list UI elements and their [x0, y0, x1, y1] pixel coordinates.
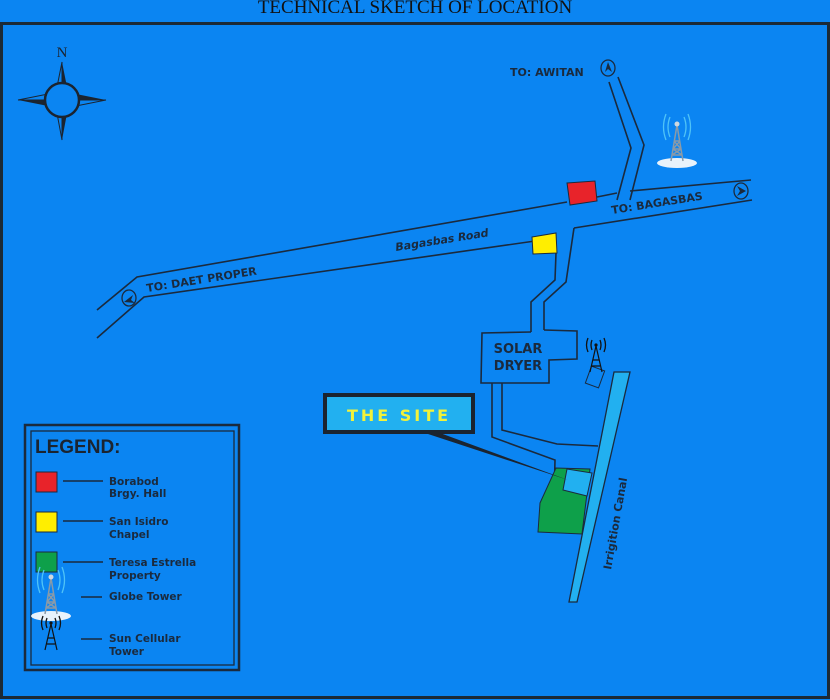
legend-label: Brgy. Hall: [109, 488, 166, 500]
sun-tower-icon: [584, 337, 607, 389]
solar-dryer-label-2: DRYER: [494, 359, 542, 374]
sun-tower-icon: [40, 615, 62, 651]
borabod-brgy-hall-marker: [566, 180, 598, 206]
legend-label: Globe Tower: [109, 591, 183, 603]
site-label-box: THE SITE: [323, 393, 475, 434]
san-isidro-chapel-marker: [531, 232, 558, 255]
north-label: N: [57, 45, 68, 61]
legend-swatch-green: [35, 551, 58, 573]
solar-dryer: SOLAR DRYER: [480, 329, 578, 384]
awitan-arrow-icon: [600, 59, 616, 77]
to-daet-label: TO: DAET PROPER: [145, 265, 258, 295]
legend-label: Chapel: [109, 529, 150, 541]
legend-swatch-yellow: [35, 511, 58, 533]
legend-label: Teresa Estrella: [109, 557, 196, 569]
legend-title: LEGEND:: [35, 437, 121, 458]
legend-label: Property: [109, 570, 161, 582]
site-label: THE SITE: [347, 406, 451, 425]
to-awitan-label: TO: AWITAN: [510, 66, 584, 79]
compass-rose-icon: N: [17, 45, 107, 141]
to-bagasbas-label: TO: BAGASBAS: [610, 190, 703, 217]
legend-label: Sun Cellular: [109, 633, 181, 645]
legend-label: Borabod: [109, 476, 159, 488]
legend: LEGEND: Borabod Brgy. Hall San Isidro Ch…: [23, 423, 241, 672]
awitan-road: [608, 76, 645, 201]
legend-swatch-red: [35, 471, 58, 493]
site-pointer: [425, 433, 568, 480]
map-frame: [0, 22, 830, 699]
canal-label: Irrigition Canal: [601, 477, 630, 571]
daet-arrow-icon: [121, 289, 137, 307]
legend-label: San Isidro: [109, 516, 168, 528]
solar-dryer-label-1: SOLAR: [494, 342, 543, 357]
globe-tower-icon: [30, 566, 72, 622]
legend-label: Tower: [109, 646, 145, 658]
map-title: TECHNICAL SKETCH OF LOCATION: [257, 0, 573, 18]
bagasbas-arrow-icon: [733, 182, 749, 200]
bagasbas-road: [96, 179, 753, 339]
globe-tower-icon: [656, 113, 698, 169]
site-parcel: [562, 468, 593, 497]
